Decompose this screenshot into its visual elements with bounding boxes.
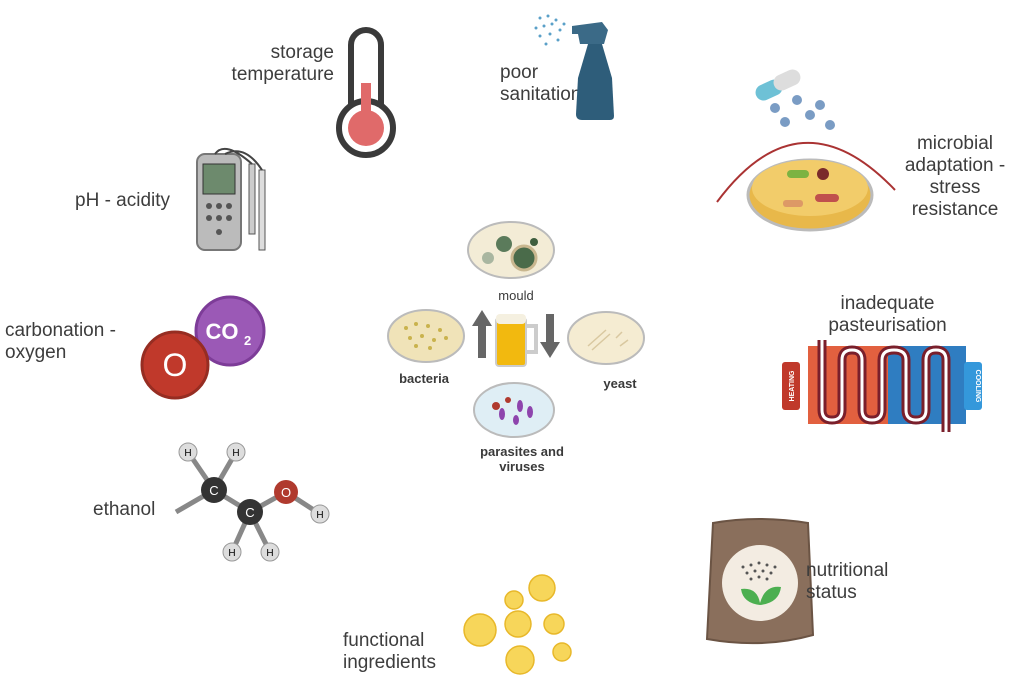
spray-bottle-icon <box>534 14 614 120</box>
beer-mug-arrows-icon <box>472 310 560 367</box>
svg-text:H: H <box>266 548 273 559</box>
svg-text:O: O <box>163 347 188 383</box>
oil-droplets-icon <box>463 574 572 675</box>
label-mould: mould <box>498 288 534 303</box>
label-ph-acidity: pH - acidity <box>75 190 171 211</box>
label-yeast: yeast <box>603 376 637 391</box>
svg-text:HEATING: HEATING <box>789 370 796 402</box>
petri-dish-capsule-icon <box>716 69 896 232</box>
oxygen-co2-icon: O CO 2 <box>140 295 266 400</box>
parasites-petri-dish-icon <box>473 382 555 438</box>
mould-petri-dish-icon <box>467 221 555 279</box>
thermometer-icon <box>336 27 396 158</box>
svg-text:H: H <box>316 510 323 521</box>
svg-text:COOLING: COOLING <box>974 370 981 403</box>
svg-text:H: H <box>184 448 191 459</box>
nutrient-sack-icon <box>705 518 815 645</box>
ethanol-molecule-icon: H H H H H C C O <box>174 442 330 562</box>
ph-meter-icon <box>196 147 266 251</box>
heat-exchanger-icon: HEATING COOLING <box>782 340 982 432</box>
svg-text:C: C <box>209 483 218 498</box>
bacteria-petri-dish-icon <box>387 309 465 363</box>
svg-text:O: O <box>281 485 291 500</box>
yeast-petri-dish-icon <box>567 311 645 365</box>
label-bacteria: bacteria <box>399 371 449 386</box>
label-carbonation-oxygen: carbonation -oxygen <box>5 320 116 363</box>
svg-text:H: H <box>228 548 235 559</box>
label-ethanol: ethanol <box>93 499 156 520</box>
svg-text:CO: CO <box>206 319 239 344</box>
svg-text:H: H <box>232 448 239 459</box>
svg-text:2: 2 <box>244 333 251 348</box>
svg-text:C: C <box>245 505 254 520</box>
